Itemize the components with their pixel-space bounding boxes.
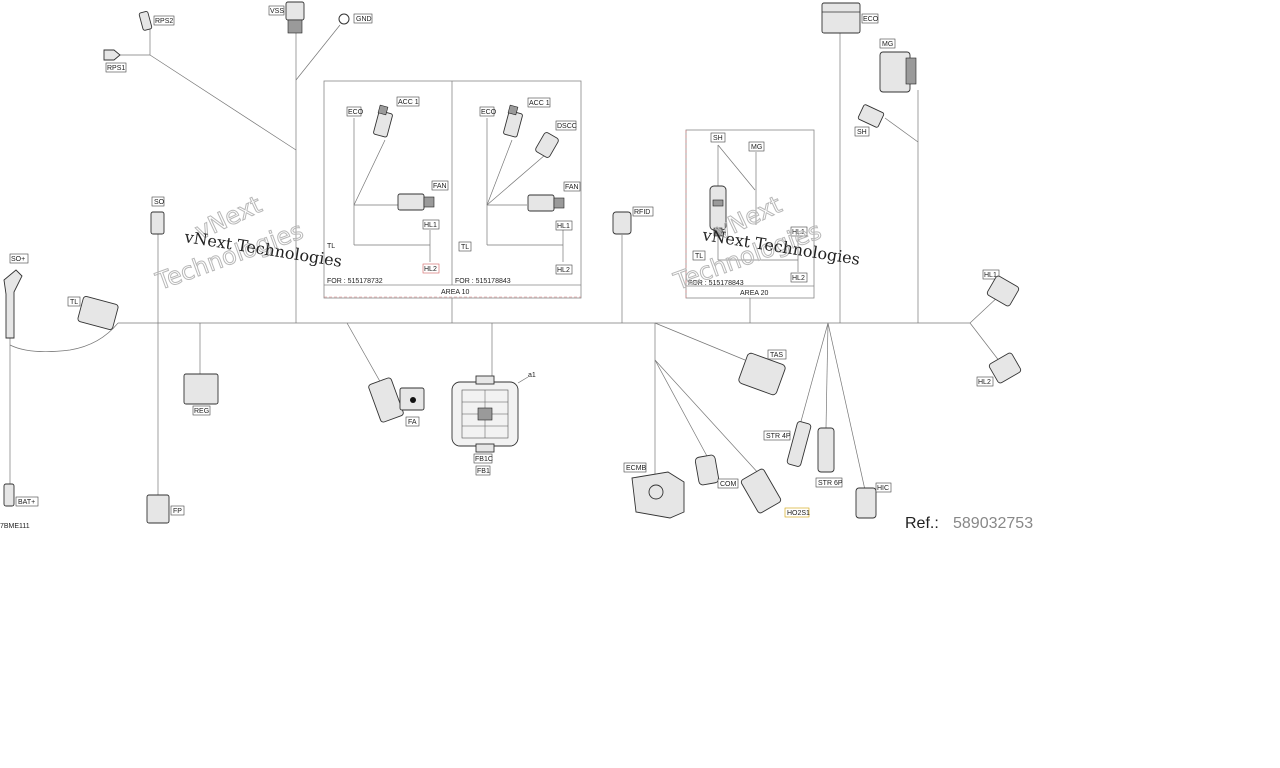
document-code: 7BME111	[0, 523, 30, 530]
hl2-right-label: HL2	[978, 379, 991, 386]
area20-sh-label: SH	[713, 135, 723, 142]
rps1-connector: RPS1	[103, 49, 127, 73]
area10-right-acc1-label: ACC 1	[529, 100, 550, 107]
area-10-panel: AREA 10 ECO ACC 1 FAN HL1 TL HL2 FOR : 5…	[323, 80, 582, 299]
str6p-connector: STR 6P	[815, 427, 843, 488]
tl-left-label: TL	[70, 299, 78, 306]
area20-for-label: FOR : 515178843	[688, 280, 744, 287]
rfid-label: RFID	[634, 209, 650, 216]
vss-connector: VSS	[268, 1, 305, 34]
str6p-label: STR 6P	[818, 480, 843, 487]
hl1-right-label: HL1	[984, 272, 997, 279]
str4p-connector: STR 4P	[763, 421, 812, 467]
str4p-label: STR 4P	[766, 433, 791, 440]
area10-left-tl-label: TL	[327, 243, 335, 250]
area10-right-fan-label: FAN	[565, 184, 579, 191]
ref-number: 589032753	[953, 515, 1033, 532]
fa-connector: FA	[368, 377, 425, 427]
vss-label: VSS	[270, 8, 284, 15]
area-10-title: AREA 10	[441, 289, 470, 296]
so-connector: SO	[150, 196, 165, 235]
hic-connector: HIC	[855, 482, 892, 519]
fb1-label: FB1	[477, 468, 490, 475]
ho2s1-label: HO2S1	[787, 510, 810, 517]
area10-left-hl2-label: HL2	[424, 266, 437, 273]
com-label: COM	[720, 481, 737, 488]
eco-top-connector: ECO	[821, 2, 879, 34]
area20-mg-label: MG	[751, 144, 762, 151]
tas-label: TAS	[770, 352, 783, 359]
com-connector: COM	[694, 454, 739, 489]
sh-right-connector: SH	[854, 104, 885, 137]
fan-connector-icon	[397, 193, 435, 211]
so-plus-label: SO+	[11, 256, 25, 263]
sh-right-label: SH	[857, 129, 867, 136]
area-20-title: AREA 20	[740, 290, 769, 297]
area10-left-hl1-label: HL1	[424, 222, 437, 229]
area-20-panel: AREA 20 SH MG HL1 TL HL2 FOR : 515178843	[685, 129, 815, 299]
area10-left-fan-label: FAN	[433, 183, 447, 190]
hl1-right-connector: HL1	[982, 269, 1020, 307]
watermark-right: vNext Technologies vNext Technologies	[669, 190, 861, 297]
area10-right-hl1-label: HL1	[557, 223, 570, 230]
mg-connector: MG	[879, 38, 917, 93]
fa-label: FA	[408, 419, 417, 426]
so-label: SO	[154, 199, 165, 206]
reference-block: Ref.: 589032753	[905, 515, 1033, 532]
area10-right-hl2-label: HL2	[557, 267, 570, 274]
ecmb-label: ECMB	[626, 465, 647, 472]
fb1c-fuse-box: a1 FB1C FB1	[451, 372, 536, 476]
gnd-label: GND	[356, 16, 372, 23]
area20-tl-label: TL	[695, 253, 703, 260]
ecmb-connector: ECMB	[623, 462, 685, 519]
rps2-label: RPS2	[155, 18, 173, 25]
watermark-left: vNext Technologies vNext Technologies	[151, 190, 343, 297]
hic-label: HIC	[877, 485, 889, 492]
acc1-connector-icon	[503, 104, 523, 138]
fan-connector-icon	[527, 194, 565, 212]
area20-hl2-label: HL2	[792, 275, 805, 282]
area10-right-for-label: FOR : 515178843	[455, 278, 511, 285]
area10-right-dscc-label: DSCC	[557, 123, 577, 130]
fb1c-label: FB1C	[475, 456, 493, 463]
ho2s1-connector: HO2S1	[740, 468, 810, 518]
reg-connector: REG	[183, 373, 219, 416]
acc1-connector-icon	[373, 104, 393, 138]
area10-left-acc1-label: ACC 1	[398, 99, 419, 106]
bat-plus-label: BAT+	[18, 499, 35, 506]
hl2-right-connector: HL2	[976, 352, 1022, 387]
wire-harness	[9, 24, 1001, 495]
area20-hl1-label: HL1	[792, 229, 805, 236]
reg-label: REG	[194, 408, 209, 415]
ref-label: Ref.:	[905, 515, 939, 532]
gnd-ring-terminal: GND	[338, 13, 373, 25]
mg-right-label: MG	[882, 41, 893, 48]
so-plus-connector: SO+	[3, 253, 29, 339]
tl-left-connector: TL	[67, 296, 119, 330]
area10-right-tl-label: TL	[461, 244, 469, 251]
sh-connector-icon	[709, 185, 727, 237]
rfid-connector: RFID	[612, 206, 654, 235]
fp-label: FP	[173, 508, 182, 515]
rps1-label: RPS1	[107, 65, 125, 72]
a1-label: a1	[528, 372, 536, 379]
fp-connector: FP	[146, 494, 185, 524]
tas-connector: TAS	[738, 349, 787, 396]
area10-left-for-label: FOR : 515178732	[327, 278, 383, 285]
dscc-connector-icon	[535, 132, 559, 158]
rps2-connector: RPS2	[138, 11, 175, 31]
area10-left-eco-label: ECO	[348, 109, 364, 116]
eco-top-label: ECO	[863, 16, 879, 23]
bat-plus-terminal: BAT+	[3, 483, 39, 507]
area10-right-eco-label: ECO	[481, 109, 497, 116]
